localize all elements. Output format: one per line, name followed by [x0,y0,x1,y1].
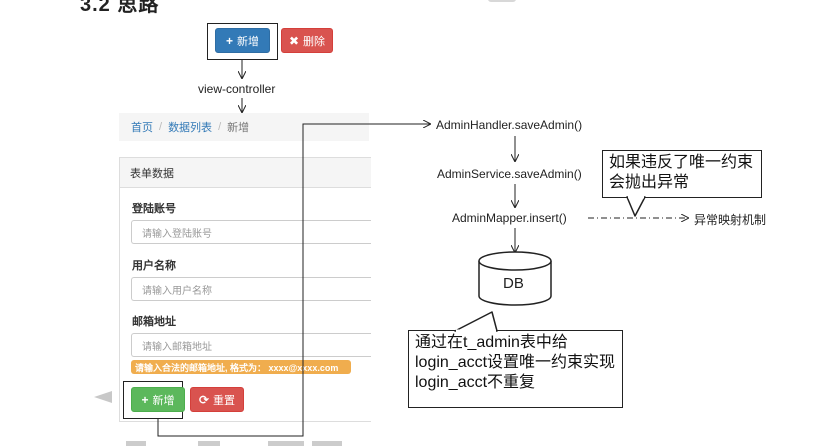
top-delete-label: 删除 [303,35,326,48]
mapper-label: AdminMapper.insert() [452,211,567,225]
bottom-bar [126,441,146,446]
breadcrumb-data-list[interactable]: 数据列表 [168,122,213,134]
slide-marker [94,391,112,403]
db-label: DB [503,275,524,292]
username-input[interactable]: 请输入用户名称 [131,277,371,301]
email-input[interactable]: 请输入邮箱地址 [131,333,371,357]
unique-callout-pointer [454,311,498,332]
close-icon: ✖ [288,33,300,48]
panel-title: 表单数据 [120,158,371,188]
form-add-button[interactable]: + 新增 [131,387,185,412]
exception-callout: 如果违反了唯一约束会抛出异常 [602,150,762,198]
login-account-input[interactable]: 请输入登陆账号 [131,220,371,244]
form-add-label: 新增 [152,394,175,407]
bottom-bar [198,441,220,446]
service-label: AdminService.saveAdmin() [437,167,582,181]
form-reset-button[interactable]: ⟳ 重置 [190,387,244,412]
email-hint: 请输入合法的邮箱地址, 格式为： xxxx@xxxx.com [131,360,351,374]
exception-mapping-label: 异常映射机制 [694,213,767,227]
username-label: 用户名称 [132,260,176,272]
bottom-bar [312,441,342,446]
email-label: 邮箱地址 [132,316,176,328]
breadcrumb-separator: / [218,121,222,133]
view-controller-label: view-controller [198,82,276,96]
form-reset-label: 重置 [213,394,236,407]
exception-callout-pointer [626,196,646,217]
page-heading: 3.2 思路 [80,0,160,16]
slide-tab [488,0,516,2]
refresh-icon: ⟳ [198,392,210,407]
unique-constraint-callout: 通过在t_admin表中给login_acct设置唯一约束实现login_acc… [408,330,623,408]
bottom-bar [268,441,304,446]
top-delete-button[interactable]: ✖ 删除 [281,28,333,53]
breadcrumb: 首页 / 数据列表 / 新增 [119,113,369,141]
breadcrumb-home[interactable]: 首页 [131,122,153,134]
breadcrumb-current: 新增 [227,122,250,134]
handler-label: AdminHandler.saveAdmin() [436,118,583,132]
plus-icon: + [141,392,149,407]
add-button-highlight [207,23,278,60]
top-add-label: 新增 [237,35,259,48]
breadcrumb-separator: / [159,121,163,133]
plus-icon: + [225,33,233,48]
login-account-label: 登陆账号 [132,203,176,215]
top-add-button[interactable]: + 新增 [215,28,270,53]
